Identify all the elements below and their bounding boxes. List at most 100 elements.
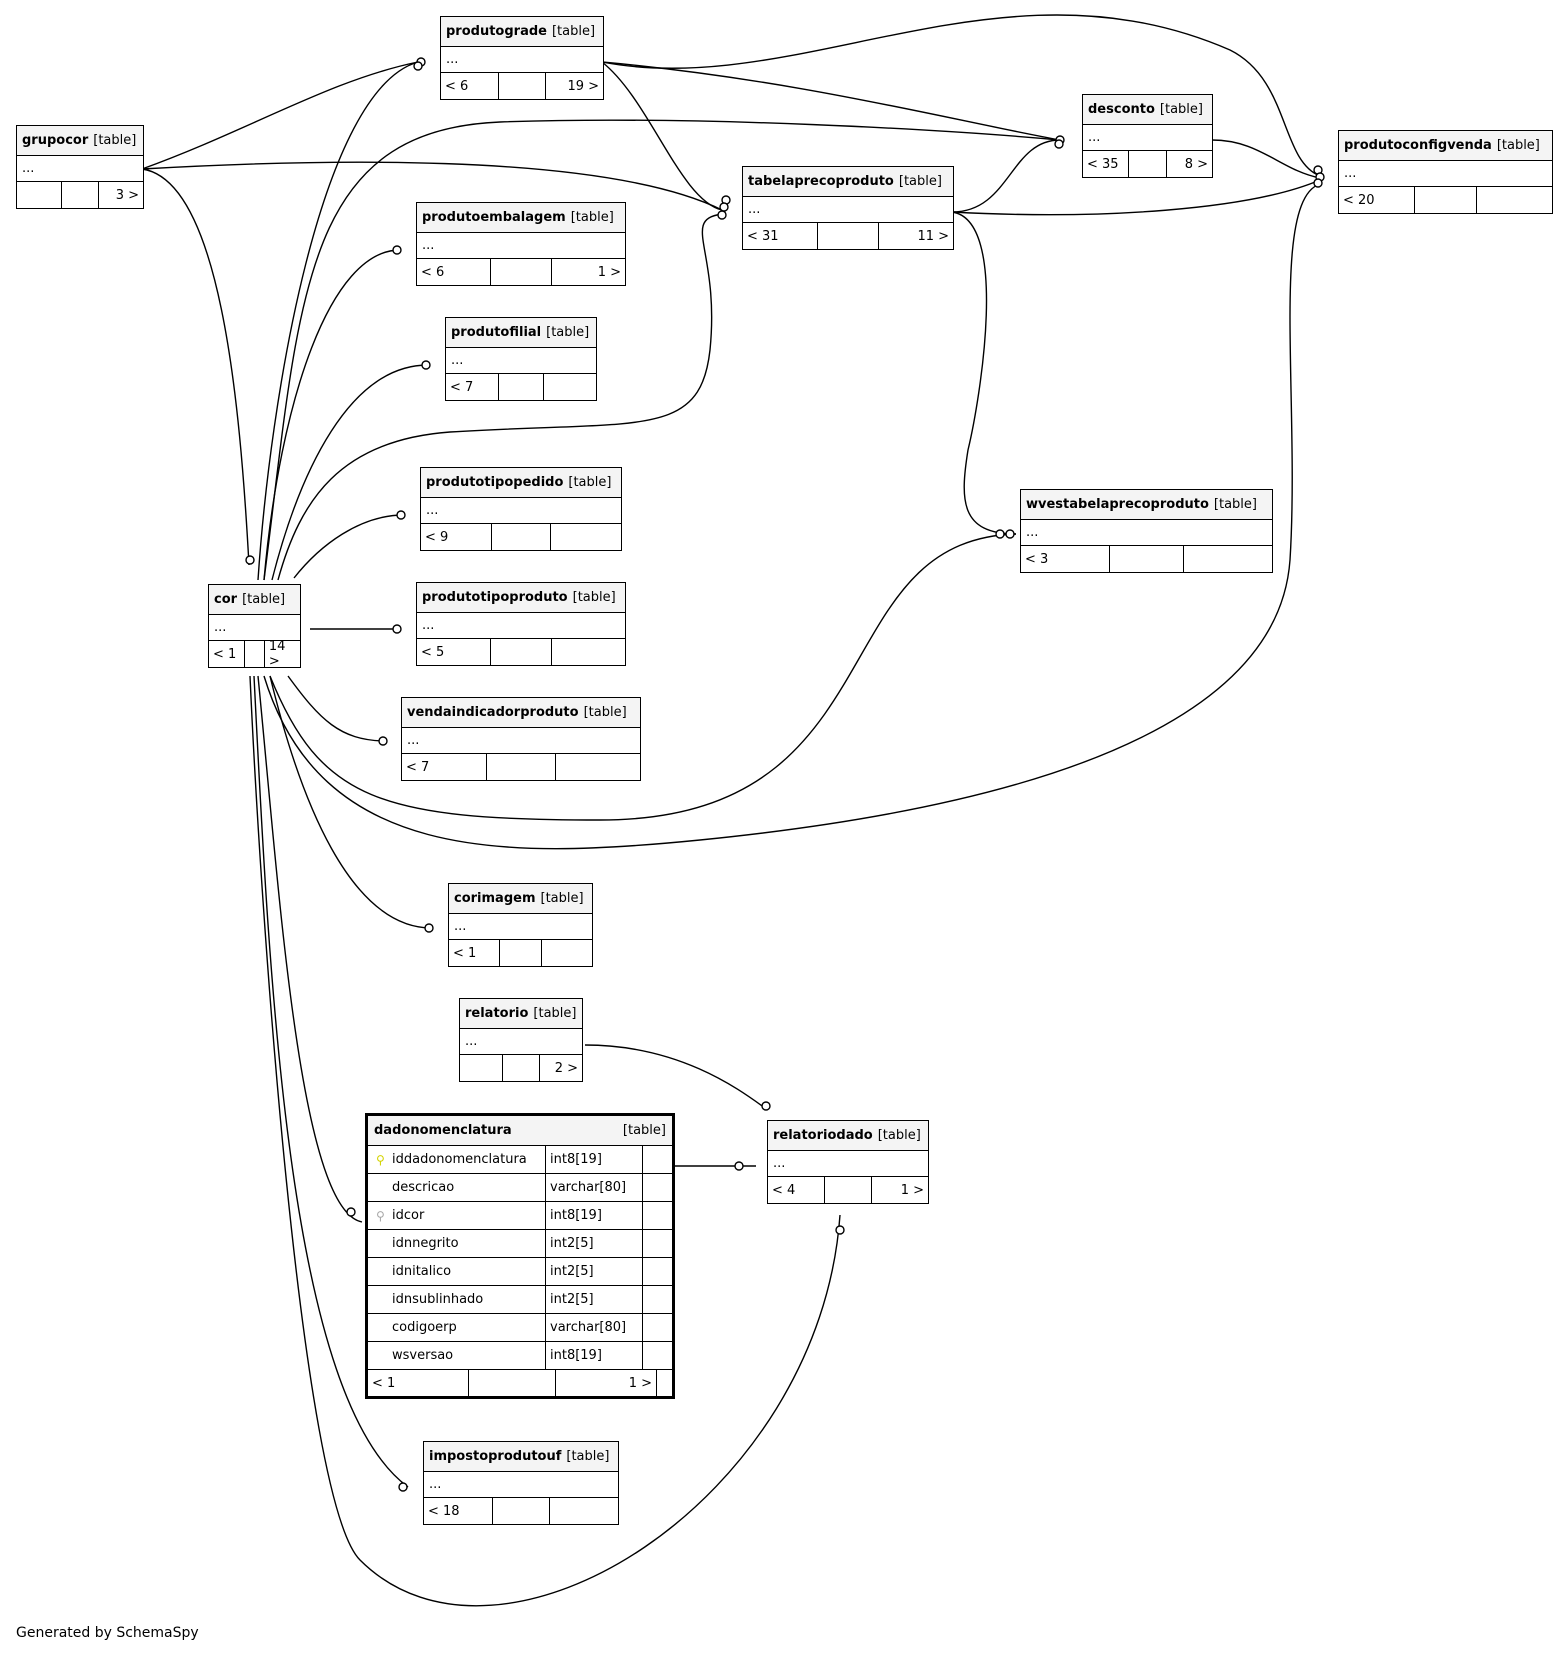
column-name-cell: ⚲idcor bbox=[368, 1202, 546, 1229]
children-count[interactable]: 11 > bbox=[917, 228, 950, 244]
parents-count[interactable]: < 3 bbox=[1021, 546, 1111, 572]
parents-count[interactable]: < 1 bbox=[209, 641, 246, 667]
children-count[interactable]: 3 > bbox=[115, 187, 140, 203]
table-name: grupocor bbox=[22, 133, 89, 148]
table-tag: [table] bbox=[551, 24, 596, 39]
parents-count[interactable]: < 20 bbox=[1339, 187, 1415, 213]
edge-produtograde-desconto bbox=[601, 61, 1061, 141]
children-count[interactable]: 14 > bbox=[268, 639, 286, 669]
edge-cor-corimagem bbox=[269, 675, 433, 929]
table-produtotipopedido[interactable]: produtotipopedido [table] ... < 9 bbox=[420, 467, 622, 551]
crowfoot-marker bbox=[424, 923, 434, 933]
parents-count[interactable]: < 6 bbox=[417, 259, 491, 285]
crowfoot-marker bbox=[378, 736, 388, 746]
parents-count[interactable]: < 7 bbox=[402, 754, 487, 780]
column-type: int2[5] bbox=[546, 1230, 643, 1257]
table-name: produtofilial bbox=[451, 325, 542, 340]
table-impostoprodutouf[interactable]: impostoprodutouf[table] ... < 18 bbox=[423, 1441, 619, 1525]
edge-produtograde-tabelapreco bbox=[601, 61, 723, 211]
children-count[interactable]: 2 > bbox=[554, 1060, 578, 1076]
parents-count[interactable]: < 6 bbox=[441, 73, 499, 99]
table-produtoconfigvenda[interactable]: produtoconfigvenda[table] ... < 20 bbox=[1338, 130, 1553, 214]
footer-mid bbox=[487, 754, 557, 780]
parents-count[interactable]: < 7 bbox=[446, 374, 500, 400]
parents-count bbox=[460, 1055, 504, 1081]
table-tag: [table] bbox=[570, 210, 614, 225]
table-relatorio[interactable]: relatorio[table] ... 2 > bbox=[459, 998, 583, 1082]
parents-count[interactable]: < 4 bbox=[768, 1177, 825, 1203]
crowfoot-marker bbox=[1054, 139, 1064, 149]
children-count[interactable]: 1 > bbox=[556, 1370, 657, 1396]
parents-count[interactable]: < 9 bbox=[421, 524, 493, 550]
table-tag: [table] bbox=[1496, 138, 1540, 153]
table-produtofilial[interactable]: produtofilial[table] ... < 7 bbox=[445, 317, 597, 401]
footer-mid bbox=[493, 1498, 550, 1524]
crowfoot-marker bbox=[1005, 529, 1015, 539]
table-name: impostoprodutouf bbox=[429, 1449, 562, 1464]
table-grupocor[interactable]: grupocor[table] ... 3 > bbox=[16, 125, 144, 209]
column-type: varchar[80] bbox=[546, 1174, 643, 1201]
edge-tabelapreco-desconto bbox=[951, 139, 1061, 213]
edge-cor-wvestabela bbox=[269, 533, 1017, 821]
table-wvestabelaprecoproduto[interactable]: wvestabelaprecoproduto[table] ... < 3 bbox=[1020, 489, 1273, 573]
column-name-cell: descricao bbox=[368, 1174, 546, 1201]
children-count bbox=[552, 639, 625, 665]
columns-placeholder: ... bbox=[449, 914, 592, 940]
children-count[interactable]: 19 > bbox=[567, 78, 600, 94]
column-type: varchar[80] bbox=[546, 1314, 643, 1341]
table-tag: [table] bbox=[568, 475, 612, 490]
edge-cor-tabelapreco bbox=[277, 213, 723, 581]
footer-mid bbox=[1129, 151, 1168, 177]
crowfoot-marker bbox=[1313, 178, 1323, 188]
children-count[interactable]: 1 > bbox=[900, 1182, 924, 1198]
column-type: int2[5] bbox=[546, 1258, 643, 1285]
table-name: cor bbox=[214, 592, 238, 607]
table-corimagem[interactable]: corimagem[table] ... < 1 bbox=[448, 883, 593, 967]
parents-count[interactable]: < 18 bbox=[424, 1498, 493, 1524]
edge-cor-relatoriodado bbox=[249, 675, 841, 1607]
column-type: int2[5] bbox=[546, 1286, 643, 1313]
children-count[interactable]: 8 > bbox=[1184, 156, 1208, 172]
table-name: corimagem bbox=[454, 891, 536, 906]
table-dadonomenclatura[interactable]: dadonomenclatura [table] ⚲iddadonomencla… bbox=[365, 1113, 675, 1399]
children-count[interactable]: 1 > bbox=[597, 264, 621, 280]
table-tag: [table] bbox=[1213, 497, 1257, 512]
column-name-cell: idnitalico bbox=[368, 1258, 546, 1285]
children-count bbox=[551, 524, 621, 550]
column-name: idcor bbox=[392, 1208, 425, 1223]
crowfoot-marker bbox=[245, 555, 255, 565]
table-vendaindicadorproduto[interactable]: vendaindicadorproduto[table] ... < 7 bbox=[401, 697, 641, 781]
crowfoot-marker bbox=[761, 1101, 771, 1111]
table-tag: [table] bbox=[622, 1123, 666, 1138]
parents-count[interactable]: < 1 bbox=[449, 940, 500, 966]
primary-key-icon: ⚲ bbox=[376, 1152, 385, 1167]
edge-cor-vendaindicador bbox=[287, 675, 385, 742]
columns-placeholder: ... bbox=[1083, 125, 1212, 151]
parents-count[interactable]: < 1 bbox=[368, 1370, 469, 1396]
column-name: idnitalico bbox=[392, 1264, 452, 1279]
parents-count[interactable]: < 5 bbox=[417, 639, 491, 665]
table-produtotipoproduto[interactable]: produtotipoproduto[table] ... < 5 bbox=[416, 582, 626, 666]
crowfoot-marker bbox=[392, 245, 402, 255]
table-name: tabelaprecoproduto bbox=[748, 174, 894, 189]
table-name: produtotipoproduto bbox=[422, 590, 568, 605]
column-name-cell: ⚲iddadonomenclatura bbox=[368, 1146, 546, 1173]
table-tag: [table] bbox=[533, 1006, 577, 1021]
children-count bbox=[542, 940, 592, 966]
parents-count[interactable]: < 31 bbox=[743, 223, 818, 249]
parents-count[interactable]: < 35 bbox=[1083, 151, 1129, 177]
columns-placeholder: ... bbox=[421, 498, 621, 524]
column-type: int8[19] bbox=[546, 1146, 643, 1173]
table-name: produtotipopedido bbox=[426, 475, 564, 490]
column-name-cell: wsversao bbox=[368, 1342, 546, 1369]
